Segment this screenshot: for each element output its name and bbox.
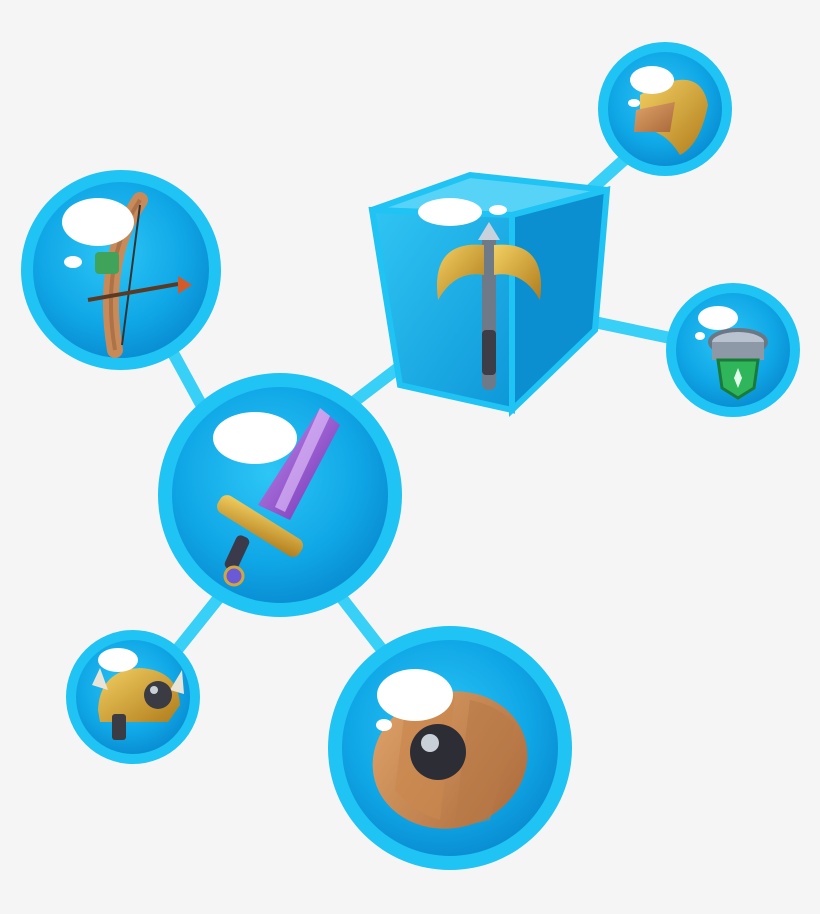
horned-helmet-icon <box>92 668 184 740</box>
ring-bubble <box>666 283 800 417</box>
shield-bubble <box>328 626 572 870</box>
axe-cube <box>368 171 611 418</box>
shoulder-armor-icon <box>634 79 708 155</box>
shoulder-armor-bubble <box>598 42 732 176</box>
sword-bubble <box>158 373 402 617</box>
purple-crystal-sword-icon <box>217 408 340 587</box>
bow-bubble <box>21 170 221 370</box>
wooden-shield-icon <box>372 691 528 829</box>
emerald-ring-icon <box>708 328 768 400</box>
double-axe-icon <box>436 222 542 390</box>
helmet-bubble <box>66 630 200 764</box>
